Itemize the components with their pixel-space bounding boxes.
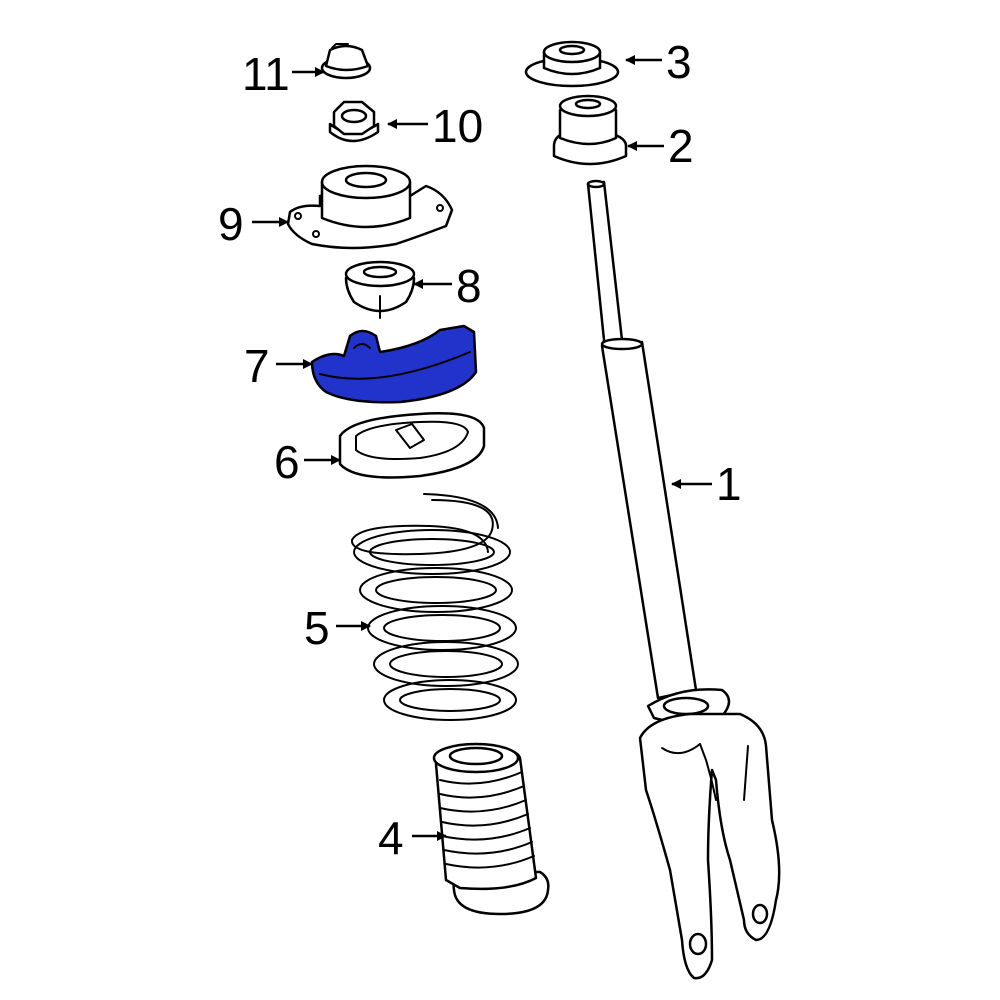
spring-coil-5 [383,679,517,721]
spring-coil-4 [373,641,519,687]
callout-labels: 11 10 9 8 7 6 5 4 3 2 1 [218,36,742,864]
callout-7: 7 [244,340,270,392]
part-1-strut [586,179,781,980]
callout-2: 2 [668,120,694,172]
part-7-spring-seat-highlighted [310,324,478,404]
part-4-dust-boot [432,742,550,916]
part-10-nut [328,100,380,143]
callout-3: 3 [666,36,692,88]
part-3-washer [524,40,620,88]
callout-6: 6 [274,436,300,488]
part-6-isolator [338,412,486,479]
callout-11: 11 [242,48,290,100]
spring-coil-1 [353,529,511,575]
part-2-bushing [552,94,628,166]
callout-arrows [252,55,712,841]
callout-1: 1 [716,458,742,510]
part-11-cap [320,43,372,80]
callout-10: 10 [432,100,483,152]
spring-coil-2 [359,567,513,613]
part-9-strut-mount [286,164,454,250]
part-5-coil-spring [351,493,519,721]
callout-4: 4 [378,812,404,864]
callout-9: 9 [218,198,244,250]
part-8-bump-stop [344,260,416,319]
callout-8: 8 [456,260,482,312]
part-7-shape [310,324,478,404]
callout-5: 5 [304,602,330,654]
